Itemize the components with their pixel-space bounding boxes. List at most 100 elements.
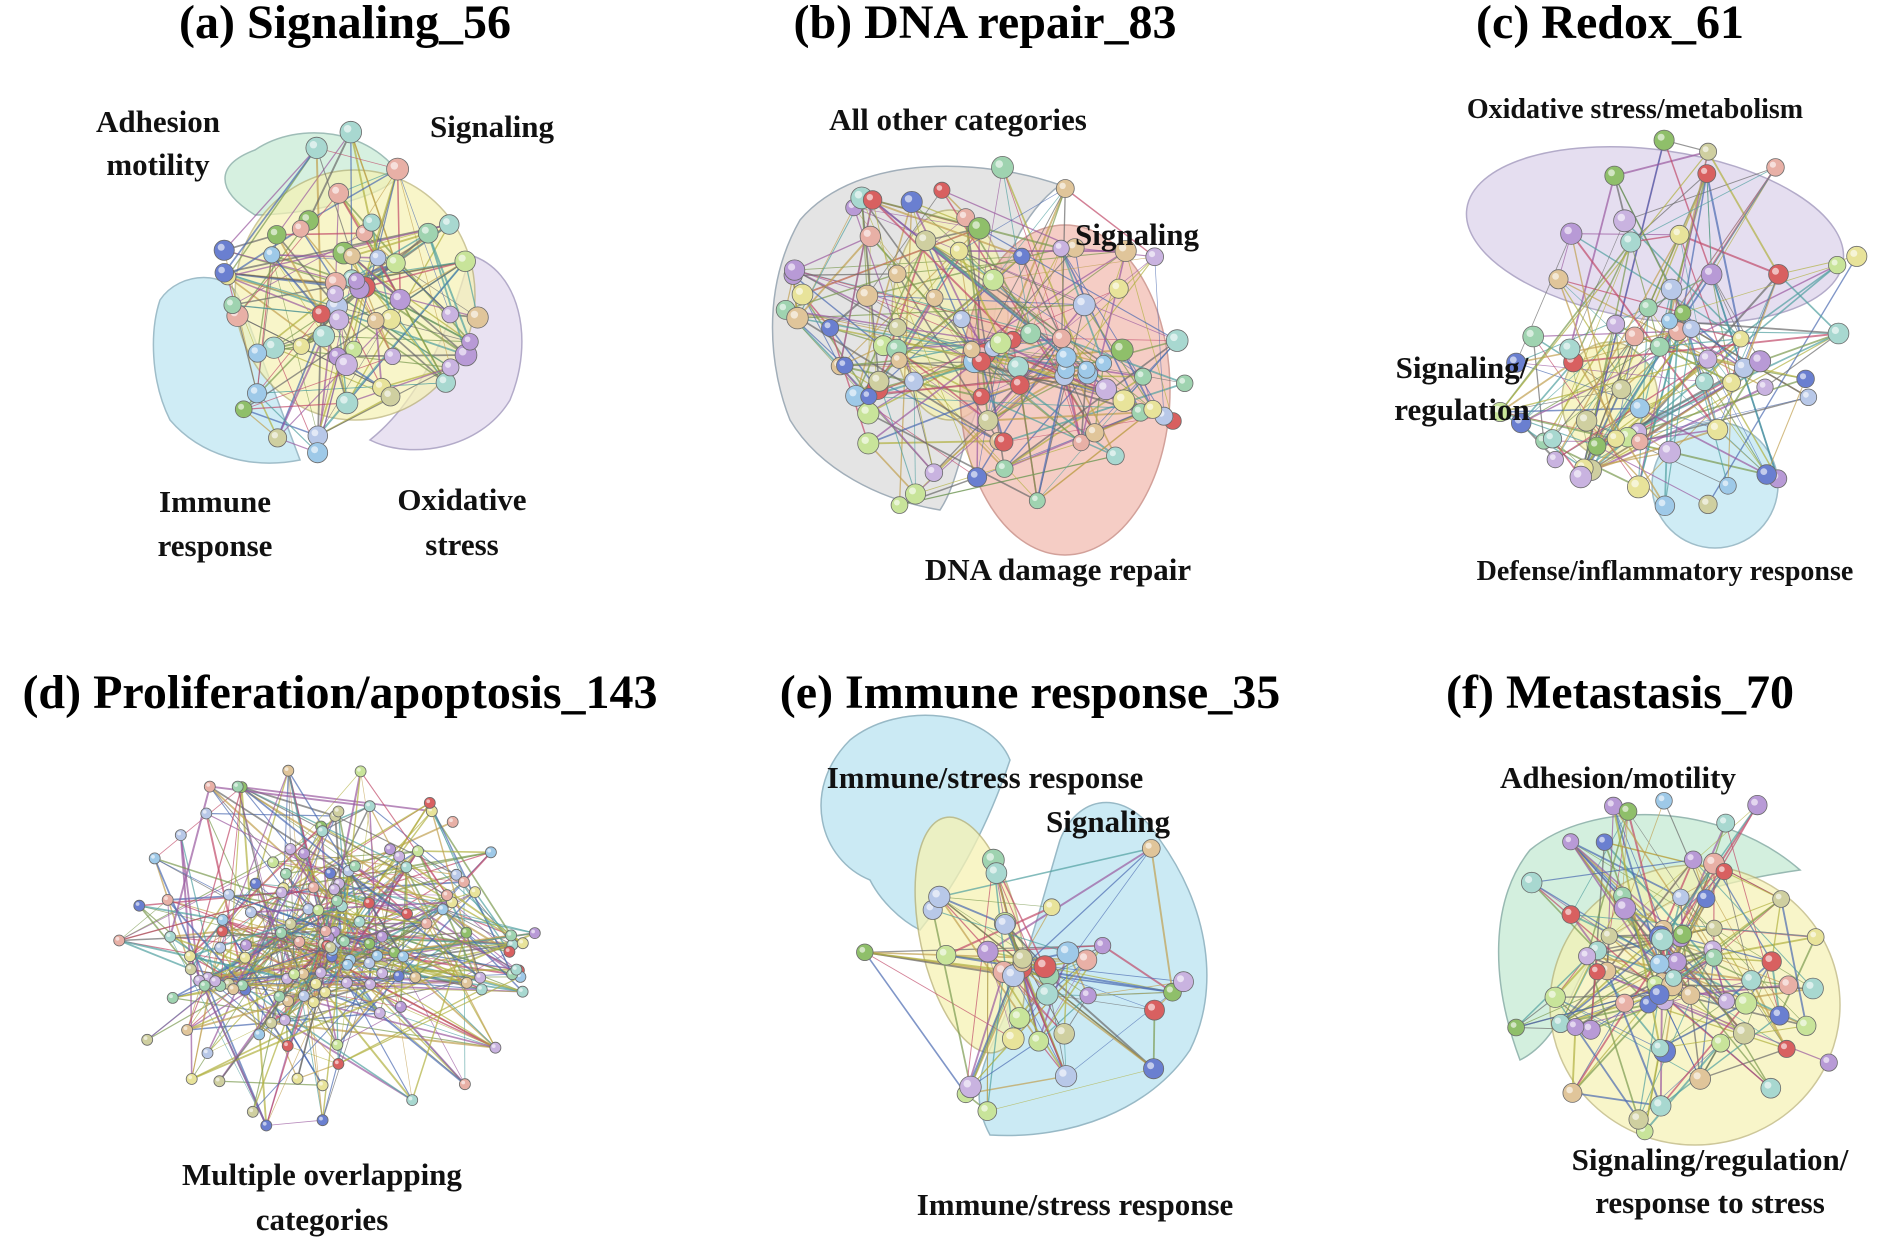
node-highlight bbox=[1099, 382, 1107, 390]
node-highlight bbox=[234, 783, 238, 787]
node-highlight bbox=[326, 943, 331, 948]
network-edge bbox=[964, 975, 1015, 1095]
protein-node bbox=[133, 899, 146, 912]
node-highlight bbox=[1565, 836, 1572, 843]
network-edge bbox=[1711, 274, 1742, 339]
network-edge bbox=[336, 306, 471, 343]
protein-node bbox=[1173, 971, 1194, 993]
node-highlight bbox=[1592, 966, 1598, 973]
node-highlight bbox=[956, 313, 963, 320]
node-highlight bbox=[1642, 998, 1649, 1005]
network-edge bbox=[941, 189, 1076, 249]
protein-node bbox=[284, 843, 297, 855]
node-highlight bbox=[1082, 990, 1089, 997]
node-highlight bbox=[216, 944, 221, 948]
protein-node bbox=[856, 943, 874, 962]
protein-node bbox=[309, 978, 322, 990]
protein-node bbox=[1669, 224, 1690, 245]
protein-node bbox=[976, 940, 999, 963]
node-highlight bbox=[1806, 981, 1814, 989]
node-highlight bbox=[177, 831, 182, 836]
protein-node bbox=[113, 934, 126, 947]
protein-node bbox=[319, 925, 332, 937]
network-f bbox=[1507, 792, 1838, 1141]
protein-node bbox=[1020, 323, 1042, 344]
node-highlight bbox=[976, 391, 982, 397]
node-highlight bbox=[345, 867, 349, 872]
node-highlight bbox=[1707, 943, 1714, 951]
node-highlight bbox=[312, 980, 317, 985]
protein-node bbox=[1697, 164, 1717, 184]
network-edge bbox=[1673, 977, 1752, 981]
node-highlight bbox=[183, 1026, 188, 1031]
node-highlight bbox=[1618, 997, 1626, 1004]
protein-node bbox=[1595, 833, 1614, 851]
protein-node bbox=[924, 463, 944, 482]
network-edge bbox=[1630, 167, 1776, 243]
protein-node bbox=[239, 951, 251, 964]
protein-node bbox=[1094, 936, 1112, 955]
protein-node bbox=[231, 780, 244, 793]
node-highlight bbox=[863, 229, 871, 237]
protein-node bbox=[1013, 247, 1031, 265]
network-edge bbox=[398, 855, 524, 944]
network-edge bbox=[224, 272, 337, 308]
node-highlight bbox=[300, 992, 305, 997]
network-edge bbox=[318, 909, 427, 925]
network-edge bbox=[1088, 981, 1184, 997]
node-highlight bbox=[1702, 498, 1709, 505]
node-highlight bbox=[981, 414, 989, 421]
protein-node bbox=[1664, 969, 1683, 987]
node-highlight bbox=[959, 211, 967, 219]
node-highlight bbox=[304, 905, 309, 910]
node-highlight bbox=[319, 1116, 323, 1121]
node-highlight bbox=[876, 339, 884, 347]
node-highlight bbox=[271, 432, 278, 439]
network-edge bbox=[1639, 381, 1705, 409]
node-highlight bbox=[390, 162, 399, 170]
network-edge bbox=[1705, 173, 1742, 340]
protein-node bbox=[1028, 492, 1046, 510]
protein-node bbox=[384, 843, 397, 856]
network-edge bbox=[1590, 358, 1709, 471]
node-highlight bbox=[1514, 416, 1522, 424]
label-adhesion: Adhesion/motility bbox=[1500, 760, 1736, 795]
protein-node bbox=[201, 1047, 214, 1059]
protein-node bbox=[324, 941, 337, 954]
panel-c: (c) Redox_61 Oxidative stress/metabolism… bbox=[1394, 0, 1868, 587]
node-highlight bbox=[314, 906, 319, 911]
network-edge bbox=[1020, 968, 1067, 1077]
node-highlight bbox=[1032, 1034, 1040, 1042]
node-highlight bbox=[295, 938, 300, 943]
label-adhesion-line2: motility bbox=[106, 147, 210, 182]
protein-node bbox=[1699, 142, 1717, 161]
protein-node bbox=[505, 929, 518, 942]
node-highlight bbox=[1664, 282, 1673, 290]
protein-node bbox=[275, 886, 288, 899]
protein-node bbox=[1620, 231, 1642, 253]
network-edge bbox=[959, 250, 1085, 306]
network-edge bbox=[186, 985, 206, 1031]
protein-node bbox=[1548, 269, 1569, 290]
node-highlight bbox=[464, 336, 471, 343]
protein-node bbox=[307, 881, 320, 894]
protein-node bbox=[1566, 1018, 1585, 1036]
network-edge bbox=[1499, 361, 1574, 413]
network-edge bbox=[1516, 328, 1692, 364]
node-highlight bbox=[507, 931, 512, 936]
node-highlight bbox=[1145, 842, 1152, 849]
node-highlight bbox=[395, 853, 400, 857]
network-edge bbox=[1682, 264, 1838, 314]
protein-node bbox=[1846, 245, 1868, 267]
node-highlight bbox=[1006, 1031, 1014, 1040]
network-edge bbox=[867, 295, 1085, 306]
protein-node bbox=[1604, 165, 1625, 186]
network-edge bbox=[1590, 428, 1718, 471]
network-edge bbox=[207, 941, 300, 979]
protein-node bbox=[1711, 1033, 1731, 1053]
node-highlight bbox=[1112, 282, 1120, 290]
network-edge bbox=[241, 786, 481, 979]
network-edge bbox=[1558, 278, 1683, 314]
node-highlight bbox=[1569, 1021, 1576, 1028]
network-edge bbox=[1609, 871, 1725, 937]
